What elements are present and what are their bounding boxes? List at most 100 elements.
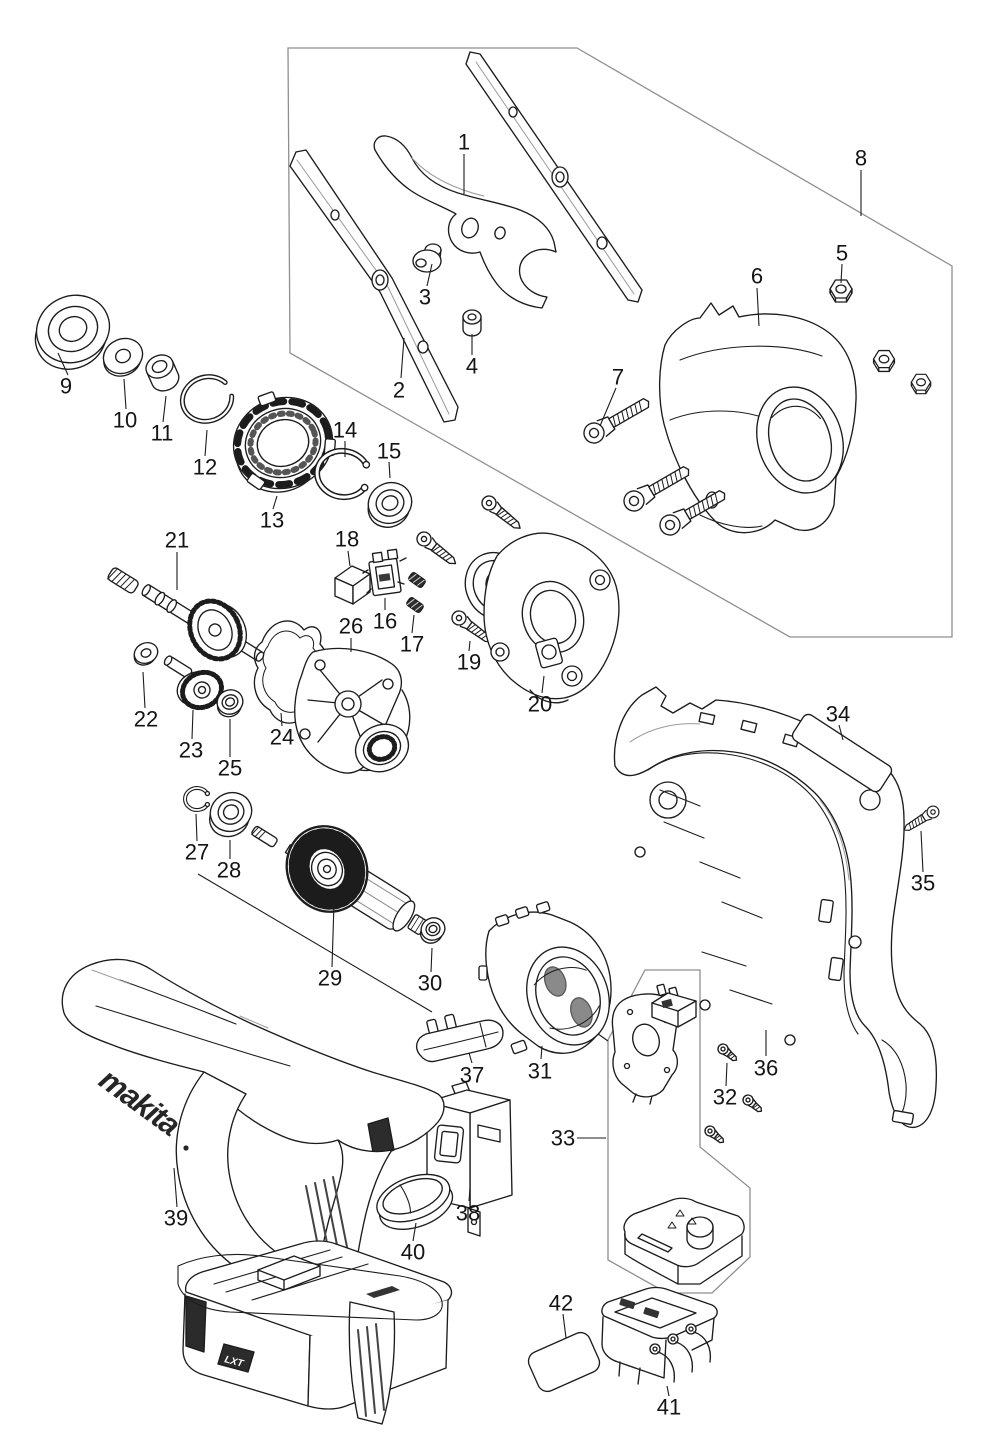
part-1-center-blade [373, 135, 557, 309]
assembly-boxes-layer [287, 47, 953, 1294]
part-label-19: 19 [457, 650, 481, 675]
leader-line-9 [57, 352, 69, 376]
leader-line-15 [388, 461, 391, 479]
part-label-32: 32 [713, 1085, 737, 1110]
part-25-bearing [216, 689, 244, 718]
part-label-12: 12 [193, 455, 217, 480]
part-17-set-screws [405, 571, 427, 614]
part-26-bearing-box [294, 647, 411, 774]
part-9-bearing [34, 294, 111, 370]
leader-line-27 [195, 813, 198, 842]
bracket-line-armature-group [197, 873, 433, 1013]
part-34-name-plate [791, 713, 893, 793]
part-label-13: 13 [260, 508, 284, 533]
part-label-38: 38 [456, 1201, 480, 1226]
part-label-20: 20 [528, 692, 552, 717]
part-label-27: 27 [185, 840, 209, 865]
leader-line-24 [280, 712, 283, 727]
connector [651, 983, 697, 1028]
part-41-terminal-block [601, 1286, 718, 1385]
leader-line-7 [599, 387, 617, 427]
part-label-17: 17 [400, 632, 424, 657]
leader-line-18 [347, 550, 351, 567]
part-label-3: 3 [419, 285, 431, 310]
part-12-round-ring [179, 374, 235, 424]
part-label-31: 31 [528, 1059, 552, 1084]
controller-module [623, 1197, 745, 1285]
head-assembly-box [287, 47, 953, 638]
part-40-cap [376, 1173, 454, 1230]
leader-line-6 [756, 287, 760, 327]
leader-line-37 [468, 1052, 473, 1064]
part-label-34: 34 [826, 702, 850, 727]
part-31-field-stator [478, 901, 612, 1055]
parts-layer: LXT makita [34, 51, 942, 1425]
part-label-39: 39 [164, 1206, 188, 1231]
part-label-26: 26 [339, 614, 363, 639]
part-14-snap-ring [314, 447, 371, 501]
part-label-4: 4 [466, 354, 478, 379]
part-13-bearing-retainer [232, 391, 337, 493]
leader-line-10 [123, 378, 127, 410]
part-20-gear-housing [464, 532, 620, 704]
leader-line-19 [468, 640, 471, 652]
part-4-spacer [462, 309, 482, 337]
part-15-bearing [367, 481, 413, 528]
part-label-1: 1 [458, 130, 470, 155]
part-label-40: 40 [401, 1240, 425, 1265]
part-label-16: 16 [373, 609, 397, 634]
leader-line-5 [840, 263, 843, 284]
part-37-slide-lever [415, 1013, 504, 1063]
leader-line-39 [173, 1167, 178, 1208]
part-label-28: 28 [217, 858, 241, 883]
part-29-armature [251, 825, 436, 938]
controller-assembly-box [607, 969, 751, 1294]
part-label-42: 42 [549, 1291, 573, 1316]
part-10-washer [102, 337, 144, 377]
part-label-25: 25 [218, 756, 242, 781]
leader-line-11 [162, 395, 167, 423]
part-39-housing-left: LXT makita [61, 958, 453, 1425]
part-16-brush-holder [362, 548, 407, 597]
leader-line-40 [412, 1222, 417, 1242]
leader-line-34 [838, 724, 844, 741]
part-label-10: 10 [113, 408, 137, 433]
part-label-15: 15 [377, 439, 401, 464]
leader-line-29 [331, 902, 335, 968]
leader-line-31 [540, 1045, 543, 1060]
leader-line-2 [400, 337, 405, 379]
part-23-pinion-gear [163, 655, 224, 711]
leader-line-3 [426, 263, 433, 287]
part-label-18: 18 [335, 527, 359, 552]
part-22-washer [133, 641, 159, 666]
part-label-33: 33 [551, 1126, 575, 1151]
part-label-37: 37 [460, 1063, 484, 1088]
leader-line-32 [725, 1062, 728, 1087]
part-35-tapping-screw [900, 803, 942, 836]
part-label-2: 2 [393, 378, 405, 403]
part-label-29: 29 [318, 966, 342, 991]
part-label-35: 35 [911, 871, 935, 896]
leader-line-17 [411, 614, 415, 634]
part-label-5: 5 [836, 241, 848, 266]
part-label-30: 30 [418, 971, 442, 996]
part-label-24: 24 [270, 725, 294, 750]
part-label-7: 7 [612, 365, 624, 390]
part-label-9: 9 [60, 374, 72, 399]
leader-line-30 [430, 947, 433, 973]
part-21-spindle-shaft [107, 567, 265, 662]
part-labels-layer: 1234567891011121314151617181920212223242… [57, 130, 935, 1420]
part-label-14: 14 [333, 418, 357, 443]
part-label-41: 41 [657, 1395, 681, 1420]
leader-line-20 [541, 675, 545, 694]
part-27-snap-ring [183, 786, 211, 812]
part-label-8: 8 [855, 146, 867, 171]
part-30-bearing [419, 917, 446, 944]
part-label-36: 36 [754, 1056, 778, 1081]
part-label-11: 11 [151, 421, 174, 446]
part-2-side-blade-upper [465, 51, 643, 303]
part-11-sleeve [145, 354, 180, 392]
battery-pack: LXT [182, 1240, 453, 1410]
